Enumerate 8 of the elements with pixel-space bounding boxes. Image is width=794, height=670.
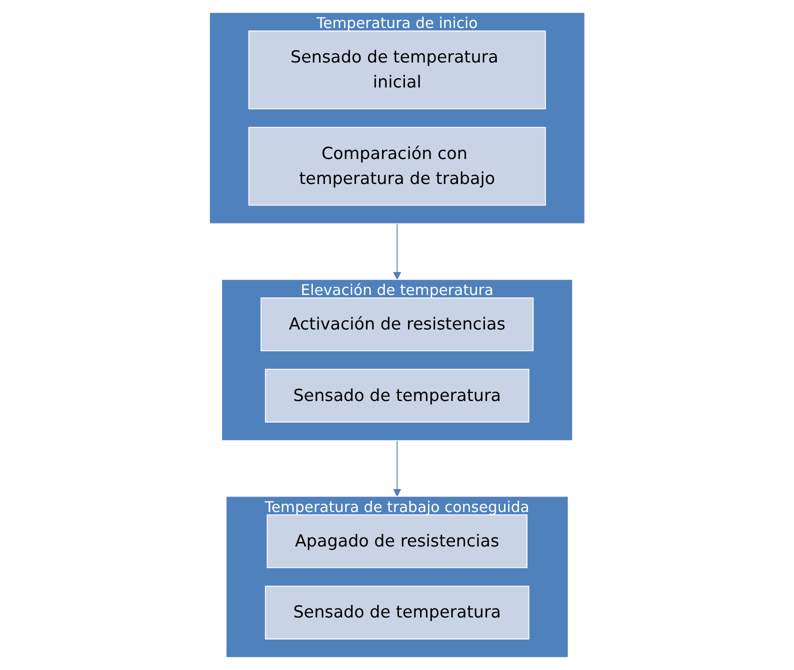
node-box: Comparación con temperatura de trabajo: [248, 126, 546, 206]
node-box: Sensado de temperatura: [264, 368, 530, 423]
node-box: Sensado de temperatura inicial: [248, 30, 546, 110]
arrow: [392, 223, 402, 280]
arrow: [392, 440, 402, 497]
node-box: Apagado de resistencias: [266, 514, 528, 568]
node-box: Activación de resistencias: [260, 297, 534, 352]
node-box: Sensado de temperatura: [264, 586, 530, 640]
